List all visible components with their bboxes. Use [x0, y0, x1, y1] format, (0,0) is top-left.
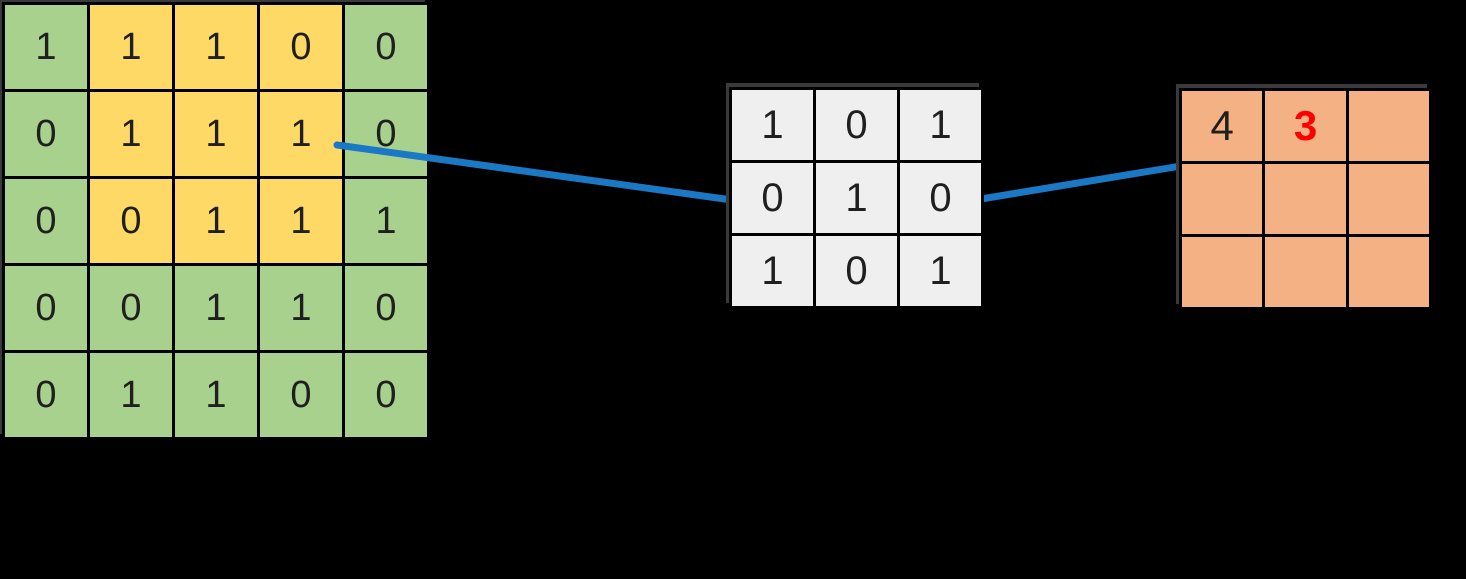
input-cell-r5c2: 1 — [90, 353, 172, 437]
input-cell-r3c4: 1 — [260, 179, 342, 263]
input-cell-r1c3: 1 — [175, 5, 257, 89]
output-cell-r1c3 — [1348, 91, 1429, 161]
input-cell-r4c3: 1 — [175, 266, 257, 350]
kernel-cell-r1c3: 1 — [900, 90, 981, 160]
output-cell-r2c2 — [1265, 164, 1346, 234]
input-cell-r5c4: 0 — [260, 353, 342, 437]
input-cell-r1c1: 1 — [5, 5, 87, 89]
input-cell-r5c1: 0 — [5, 353, 87, 437]
input-cell-r1c5: 0 — [345, 5, 427, 89]
output-cell-r3c1 — [1182, 237, 1263, 307]
input-cell-r4c1: 0 — [5, 266, 87, 350]
input-cell-r2c2: 1 — [90, 92, 172, 176]
input-cell-r4c5: 0 — [345, 266, 427, 350]
input-cell-r1c4: 0 — [260, 5, 342, 89]
kernel-cell-r3c3: 1 — [900, 236, 981, 306]
input-cell-r3c3: 1 — [175, 179, 257, 263]
kernel-cell-r3c2: 0 — [816, 236, 897, 306]
kernel-cell-r3c1: 1 — [732, 236, 813, 306]
input-cell-r2c1: 0 — [5, 92, 87, 176]
input-cell-r2c5: 0 — [345, 92, 427, 176]
kernel-cell-r1c2: 0 — [816, 90, 897, 160]
output-cell-r1c2: 3 — [1265, 91, 1346, 161]
input-cell-r2c4: 1 — [260, 92, 342, 176]
kernel-cell-r1c1: 1 — [732, 90, 813, 160]
input-cell-r5c3: 1 — [175, 353, 257, 437]
output-cell-r3c3 — [1348, 237, 1429, 307]
output-cell-r1c1: 4 — [1182, 91, 1263, 161]
input-cell-r3c2: 0 — [90, 179, 172, 263]
kernel-cell-r2c2: 1 — [816, 163, 897, 233]
kernel-cell-r2c3: 0 — [900, 163, 981, 233]
kernel-cell-r2c1: 0 — [732, 163, 813, 233]
input-cell-r4c2: 0 — [90, 266, 172, 350]
output-cell-r3c2 — [1265, 237, 1346, 307]
output-cell-r2c1 — [1182, 164, 1263, 234]
input-cell-r1c2: 1 — [90, 5, 172, 89]
input-cell-r3c5: 1 — [345, 179, 427, 263]
output-cell-r2c3 — [1348, 164, 1429, 234]
input-cell-r5c5: 0 — [345, 353, 427, 437]
input-cell-r4c4: 1 — [260, 266, 342, 350]
input-cell-r2c3: 1 — [175, 92, 257, 176]
input-cell-r3c1: 0 — [5, 179, 87, 263]
